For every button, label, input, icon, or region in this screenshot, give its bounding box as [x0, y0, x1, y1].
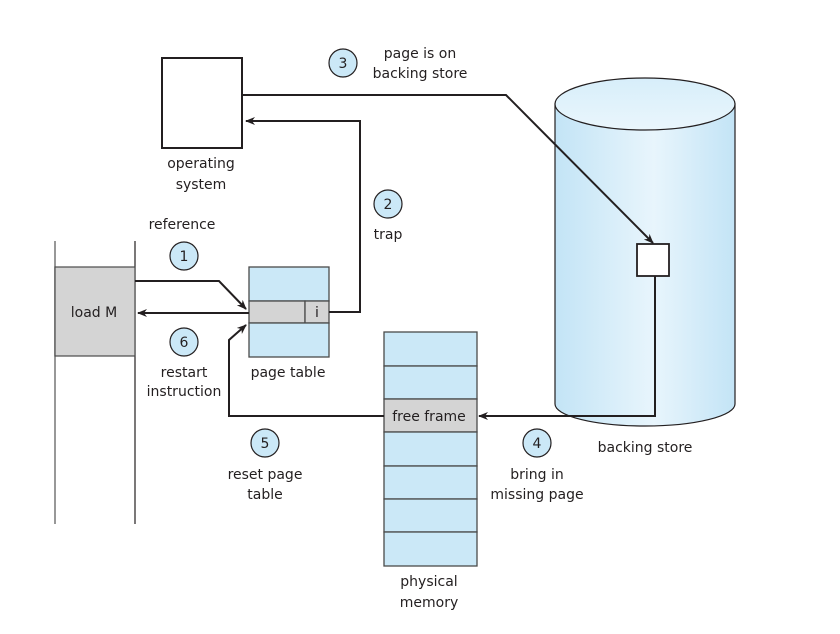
- svg-text:2: 2: [384, 197, 393, 213]
- operating-system-box: [161, 57, 243, 149]
- svg-text:1: 1: [180, 249, 189, 265]
- load-instruction-label: load M: [71, 305, 117, 321]
- reference-label: reference: [149, 217, 216, 233]
- svg-text:4: 4: [533, 436, 542, 452]
- bring-in-missing-page-label-2: missing page: [490, 487, 583, 503]
- page-table-entry: [248, 300, 306, 324]
- trap-arrow: [245, 117, 361, 313]
- step-4-badge: 4: [522, 428, 552, 458]
- reset-page-table-arrow: [228, 324, 384, 417]
- step-1-badge: 1: [169, 241, 199, 271]
- page-on-backing-store-arrow: [242, 94, 654, 244]
- bring-in-missing-page-label-1: bring in: [510, 467, 564, 483]
- restart-instruction-label-1: restart: [161, 365, 208, 381]
- bring-in-page-arrow: [478, 276, 656, 420]
- reset-page-table-label-2: table: [247, 487, 282, 503]
- trap-label: trap: [374, 227, 403, 243]
- operating-system-label-2: system: [176, 177, 227, 193]
- svg-text:3: 3: [339, 56, 348, 72]
- svg-text:5: 5: [261, 436, 270, 452]
- load-instruction-box: [54, 266, 136, 357]
- page-table: [248, 266, 330, 358]
- reference-arrow: [135, 280, 247, 310]
- backing-store-label: backing store: [598, 440, 693, 456]
- physical-memory: [383, 331, 478, 567]
- physical-memory-label-2: memory: [400, 595, 459, 611]
- page-on-backing-store-label-1: page is on: [384, 46, 457, 62]
- operating-system-label-1: operating: [167, 156, 235, 172]
- physical-memory-label-1: physical: [400, 574, 457, 590]
- invalid-bit-label: i: [315, 305, 319, 321]
- svg-text:6: 6: [180, 335, 189, 351]
- free-frame: [383, 398, 478, 433]
- free-frame-label: free frame: [392, 409, 466, 425]
- page-on-disk: [636, 243, 670, 277]
- restart-instruction-label-2: instruction: [147, 384, 222, 400]
- reset-page-table-label-1: reset page: [228, 467, 303, 483]
- page-table-label: page table: [251, 365, 326, 381]
- page-on-backing-store-label-2: backing store: [373, 66, 468, 82]
- step-3-badge: 3: [328, 48, 358, 78]
- step-2-badge: 2: [373, 189, 403, 219]
- step-6-badge: 6: [169, 327, 199, 357]
- step-5-badge: 5: [250, 428, 280, 458]
